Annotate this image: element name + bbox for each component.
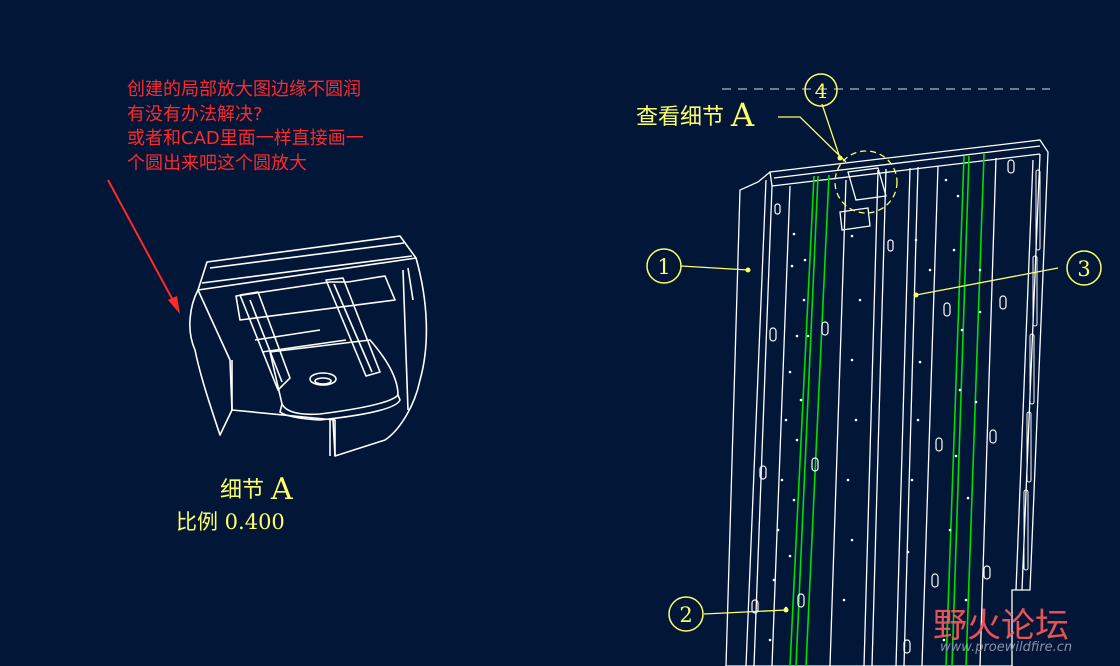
balloon-1-number: 1 — [657, 255, 670, 279]
balloon-2: 2 — [668, 596, 704, 632]
balloon-1: 1 — [646, 248, 682, 284]
balloon-4-number: 4 — [815, 79, 828, 103]
detail-scale-label: 比例 0.400 — [176, 510, 285, 534]
balloon-3: 3 — [1066, 250, 1102, 286]
detail-a-drawing — [189, 235, 428, 457]
detail-title-letter: A — [271, 472, 293, 507]
leader-lines — [680, 103, 1059, 615]
view-detail-prefix: 查看细节 — [636, 105, 725, 130]
detail-title-prefix: 细节 — [220, 478, 265, 503]
balloon-3-number: 3 — [1077, 257, 1090, 281]
forum-watermark-url: www.proewildfire.cn — [940, 640, 1073, 655]
question-note: 创建的局部放大图边缘不圆润 有没有办法解决? 或者和CAD里面一样直接画一 个圆… — [127, 79, 364, 174]
view-detail-letter: A — [731, 96, 755, 134]
forum-watermark-logo: 野火论坛 — [933, 606, 1069, 646]
leader-dots — [745, 155, 919, 613]
detail-title: 细节 A — [220, 470, 293, 507]
main-panel-drawing — [725, 139, 1049, 666]
note-arrow — [107, 179, 180, 314]
panel-dots — [768, 178, 982, 642]
view-detail-marker: 查看细节 A — [636, 94, 755, 134]
detail-region-circle — [834, 150, 898, 214]
hinge-slots — [1023, 169, 1041, 571]
highlight-lines — [789, 153, 985, 666]
balloon-4: 4 — [804, 73, 838, 107]
panel-holes — [751, 159, 1015, 654]
balloon-2-number: 2 — [679, 603, 692, 627]
